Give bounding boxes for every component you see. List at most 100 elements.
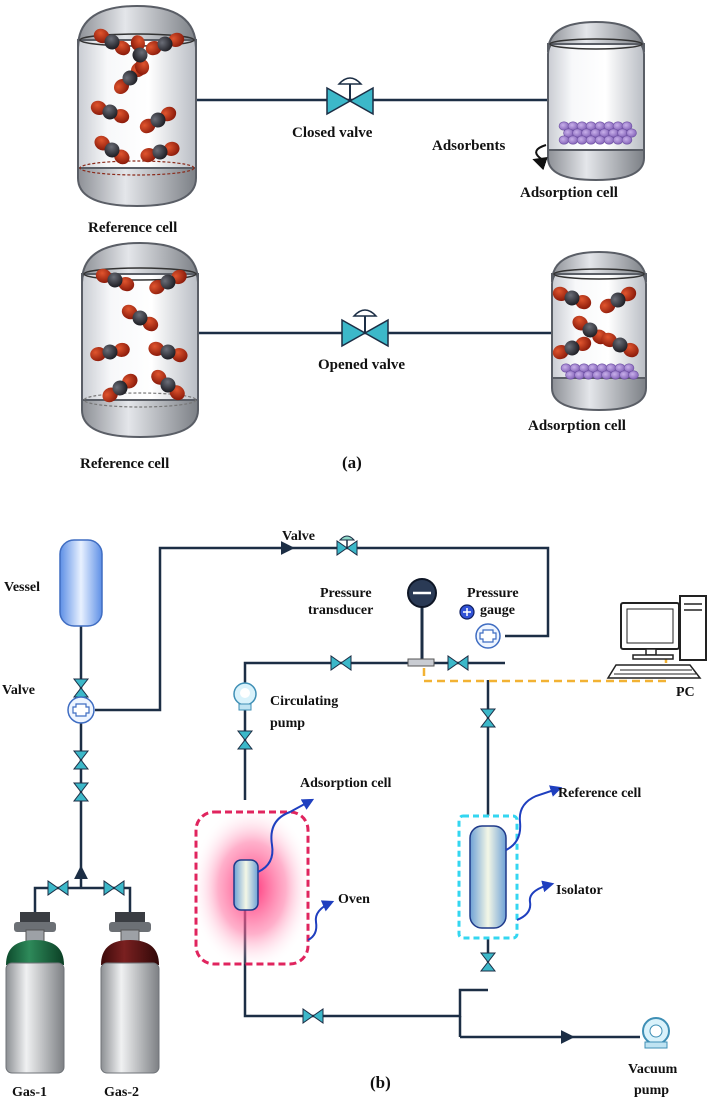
adsorbent-bead <box>628 370 639 380</box>
pressure-gauge-label-1: Pressure <box>467 586 519 601</box>
adsorbent-bead <box>601 370 612 380</box>
gas2-label: Gas-2 <box>104 1085 139 1100</box>
pc-label: PC <box>676 685 695 700</box>
reference-outlet-valve[interactable] <box>479 952 497 972</box>
adsorbent-bead <box>610 370 621 380</box>
top-valve-actuator[interactable] <box>338 535 356 548</box>
valves-group <box>47 540 497 1024</box>
co2-molecule <box>121 304 159 332</box>
oven-label: Oven <box>338 892 370 907</box>
co2-molecule <box>93 28 131 56</box>
closed-valve-label: Closed valve <box>292 125 373 141</box>
reference-cell <box>469 825 507 929</box>
pressure-transducer-label-1: Pressure <box>320 586 372 601</box>
vacuum-pump-label-2: pump <box>634 1083 669 1098</box>
co2-molecule <box>601 332 639 358</box>
adsorbent-bead <box>592 370 603 380</box>
adsorbent-beads <box>558 121 637 145</box>
gauge-line-valve[interactable] <box>447 655 469 671</box>
adsorbents-pointer-arrow <box>532 144 548 171</box>
adsorption-cell-pointer <box>257 798 315 873</box>
adsorbent-bead <box>576 135 588 145</box>
adsorption-cell <box>233 859 259 911</box>
opened-valve[interactable] <box>341 309 389 348</box>
co2-molecule <box>148 341 188 363</box>
gas-line-valve[interactable] <box>72 782 90 802</box>
reference-cell-label: Reference cell <box>558 786 641 801</box>
panel-b-caption: (b) <box>370 1073 391 1092</box>
co2-molecule <box>139 106 177 134</box>
opened-row: Reference cell Opened valve Adsorption c… <box>80 241 647 472</box>
co2-molecule <box>102 373 138 403</box>
co2-molecule <box>151 369 185 401</box>
co2-molecule <box>599 286 637 314</box>
adsorption-cell-label: Adsorption cell <box>520 185 618 201</box>
co2-molecule <box>149 269 187 295</box>
transducer-line-valve[interactable] <box>330 655 352 671</box>
vacuum-pump[interactable] <box>642 1017 670 1049</box>
adsorbent-bead <box>585 135 597 145</box>
co2-molecule <box>94 135 130 165</box>
cross-fitting <box>67 696 95 724</box>
adsorbent-bead <box>574 370 585 380</box>
gas1-valve[interactable] <box>47 880 69 896</box>
pressure-transducer-label-2: transducer <box>308 603 373 618</box>
pressure-transducer <box>407 578 437 667</box>
adsorbent-bead <box>621 121 633 131</box>
panel-a-caption: (a) <box>342 453 362 472</box>
reference-inlet-valve[interactable] <box>479 708 497 728</box>
adsorbent-bead <box>621 135 633 145</box>
gas-cylinder-2[interactable] <box>100 912 160 1074</box>
gas-line-valve[interactable] <box>72 750 90 770</box>
co2-molecule <box>552 336 592 360</box>
reference-cell-label: Reference cell <box>88 220 177 236</box>
co2-molecules <box>90 268 188 403</box>
vessel-label: Vessel <box>4 580 40 595</box>
adsorbent-bead <box>558 135 570 145</box>
gas-vessel <box>59 539 103 627</box>
adsorbent-beads <box>560 363 639 380</box>
co2-molecule <box>145 32 185 56</box>
co2-molecule <box>95 268 135 292</box>
top-valve-label: Valve <box>282 529 315 544</box>
adsorbent-bead <box>594 135 606 145</box>
pc-computer[interactable] <box>606 595 707 679</box>
closed-valve[interactable] <box>326 77 374 116</box>
adsorbent-bead <box>603 135 615 145</box>
gas2-valve[interactable] <box>103 880 125 896</box>
adsorbent-bead <box>612 135 624 145</box>
top-valve[interactable] <box>336 540 358 556</box>
reference-cell-pointer <box>505 785 563 851</box>
co2-molecule <box>90 100 130 124</box>
adsorbent-bead <box>565 370 576 380</box>
panel-b: Vessel Valve Valve Pressure gauge <box>2 529 707 1100</box>
adsorbent-bead <box>623 363 635 373</box>
adsorption-inlet-valve[interactable] <box>236 730 254 750</box>
co2-molecule <box>90 342 130 362</box>
adsorption-cell-vessel <box>547 20 645 182</box>
adsorption-cell-label: Adsorption cell <box>300 776 392 791</box>
circulating-pump[interactable] <box>233 682 257 711</box>
adsorbent-bead <box>619 370 630 380</box>
closed-row: Reference cell Closed valve Adsorbents A… <box>77 4 645 236</box>
vessel-valve-label: Valve <box>2 683 35 698</box>
oven-pointer <box>307 900 335 941</box>
circulating-pump-label-1: Circulating <box>270 694 338 709</box>
reference-cell-label: Reference cell <box>80 456 169 472</box>
isolator-pointer <box>516 880 555 921</box>
vessel-valve[interactable] <box>72 678 90 698</box>
pressure-gauge-icon <box>459 604 475 620</box>
gas-cylinder-1[interactable] <box>5 912 65 1074</box>
co2-molecule <box>552 286 592 310</box>
adsorbent-bead <box>583 370 594 380</box>
isolator-label: Isolator <box>556 883 603 898</box>
vacuum-pump-label-1: Vacuum <box>628 1062 678 1077</box>
pressure-gauge-fitting <box>475 623 501 649</box>
adsorption-cell-label: Adsorption cell <box>528 418 626 434</box>
co2-molecules <box>90 28 185 165</box>
bottom-loop-valve[interactable] <box>302 1008 324 1024</box>
pressure-gauge-label-2: gauge <box>480 603 515 618</box>
adsorbent-bead <box>567 135 579 145</box>
circulating-pump-label-2: pump <box>270 716 305 731</box>
